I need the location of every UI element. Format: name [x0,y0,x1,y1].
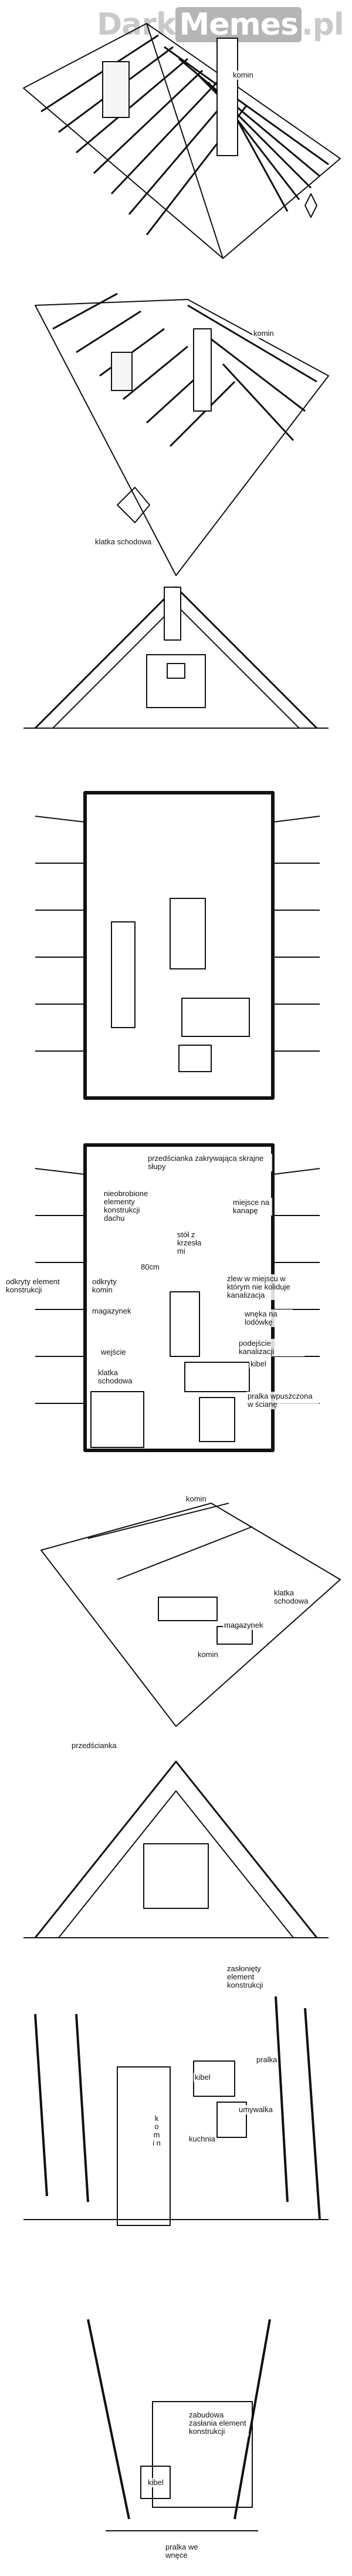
label-magazynek: magazynek [91,1306,133,1316]
label-komin-vertical: k o m i n [151,2114,162,2148]
label-kuchnia: kuchnia [188,2134,216,2144]
label-kibel-3: kibel [147,2478,165,2487]
label-pralka-wpuszczona: pralka wpuszczona w ścianę [246,1392,319,1409]
watermark-memes: Memes [175,7,302,42]
roof-staircase-panel [35,292,329,576]
label-pralka: pralka [255,2055,279,2065]
bathroom-view-panel [87,2319,271,2531]
watermark-dark: Dark [97,7,176,42]
label-kanape: miejsce na kanapę [232,1198,272,1215]
label-stol: stół z krzesła mi [176,1230,202,1256]
label-komin-2: komin [252,329,275,338]
label-szafa-80: 80cm [140,1262,161,1272]
label-klatka-schodowa: klatka schodowa [94,537,153,547]
label-podejscie: podejście kanalizacji [238,1339,304,1356]
label-komin: komin [232,70,255,80]
label-odkryty-komin: odkryty komin [91,1277,140,1295]
floor-plan-panel [35,791,320,1100]
label-magazynek-iso: magazynek [223,1621,265,1630]
label-zasloniety: zasłonięty element konstrukcji [226,1964,278,1990]
label-lodowka: wnęka na lodówkę [243,1309,293,1327]
perspective-panel [23,1760,329,1938]
label-zabudowa: zabudowa zasłania element konstrukcji [188,2410,249,2436]
gable-front-panel [23,586,329,729]
label-komin-iso-2: komin [197,1650,219,1659]
label-przedzialka-persp: przedścianka [70,1741,118,1750]
label-komin-iso-1: komin [185,1494,208,1504]
label-przedzialka: przedścianka zakrywająca skrajne słupy [147,1154,272,1171]
label-klatka-schodowa-plan: klatka schodowa [97,1368,134,1386]
label-klatka-schodowa-iso: klatka schodowa [273,1588,310,1606]
label-pralka-wneka: pralka we wnęce [164,2543,208,2560]
roof-truss-panel [23,23,341,259]
label-wejscie: wejście [100,1348,127,1357]
label-kibel-2: kibel [194,2073,212,2082]
label-odkryty-element: odkryty element konstrukcji [5,1277,72,1295]
label-zlew: zlew w miejscu w którym nie koliduje kan… [226,1274,293,1300]
label-umywalka: umywalka [238,2105,274,2114]
bath-kitchen-panel [23,1996,329,2226]
label-kibel: kibel [249,1359,268,1369]
label-nieobrobione: nieobrobione elementy konstrukcji dachu [103,1189,158,1223]
watermark-pl: .pl [301,7,344,42]
iso-interior-panel [40,1503,341,1727]
